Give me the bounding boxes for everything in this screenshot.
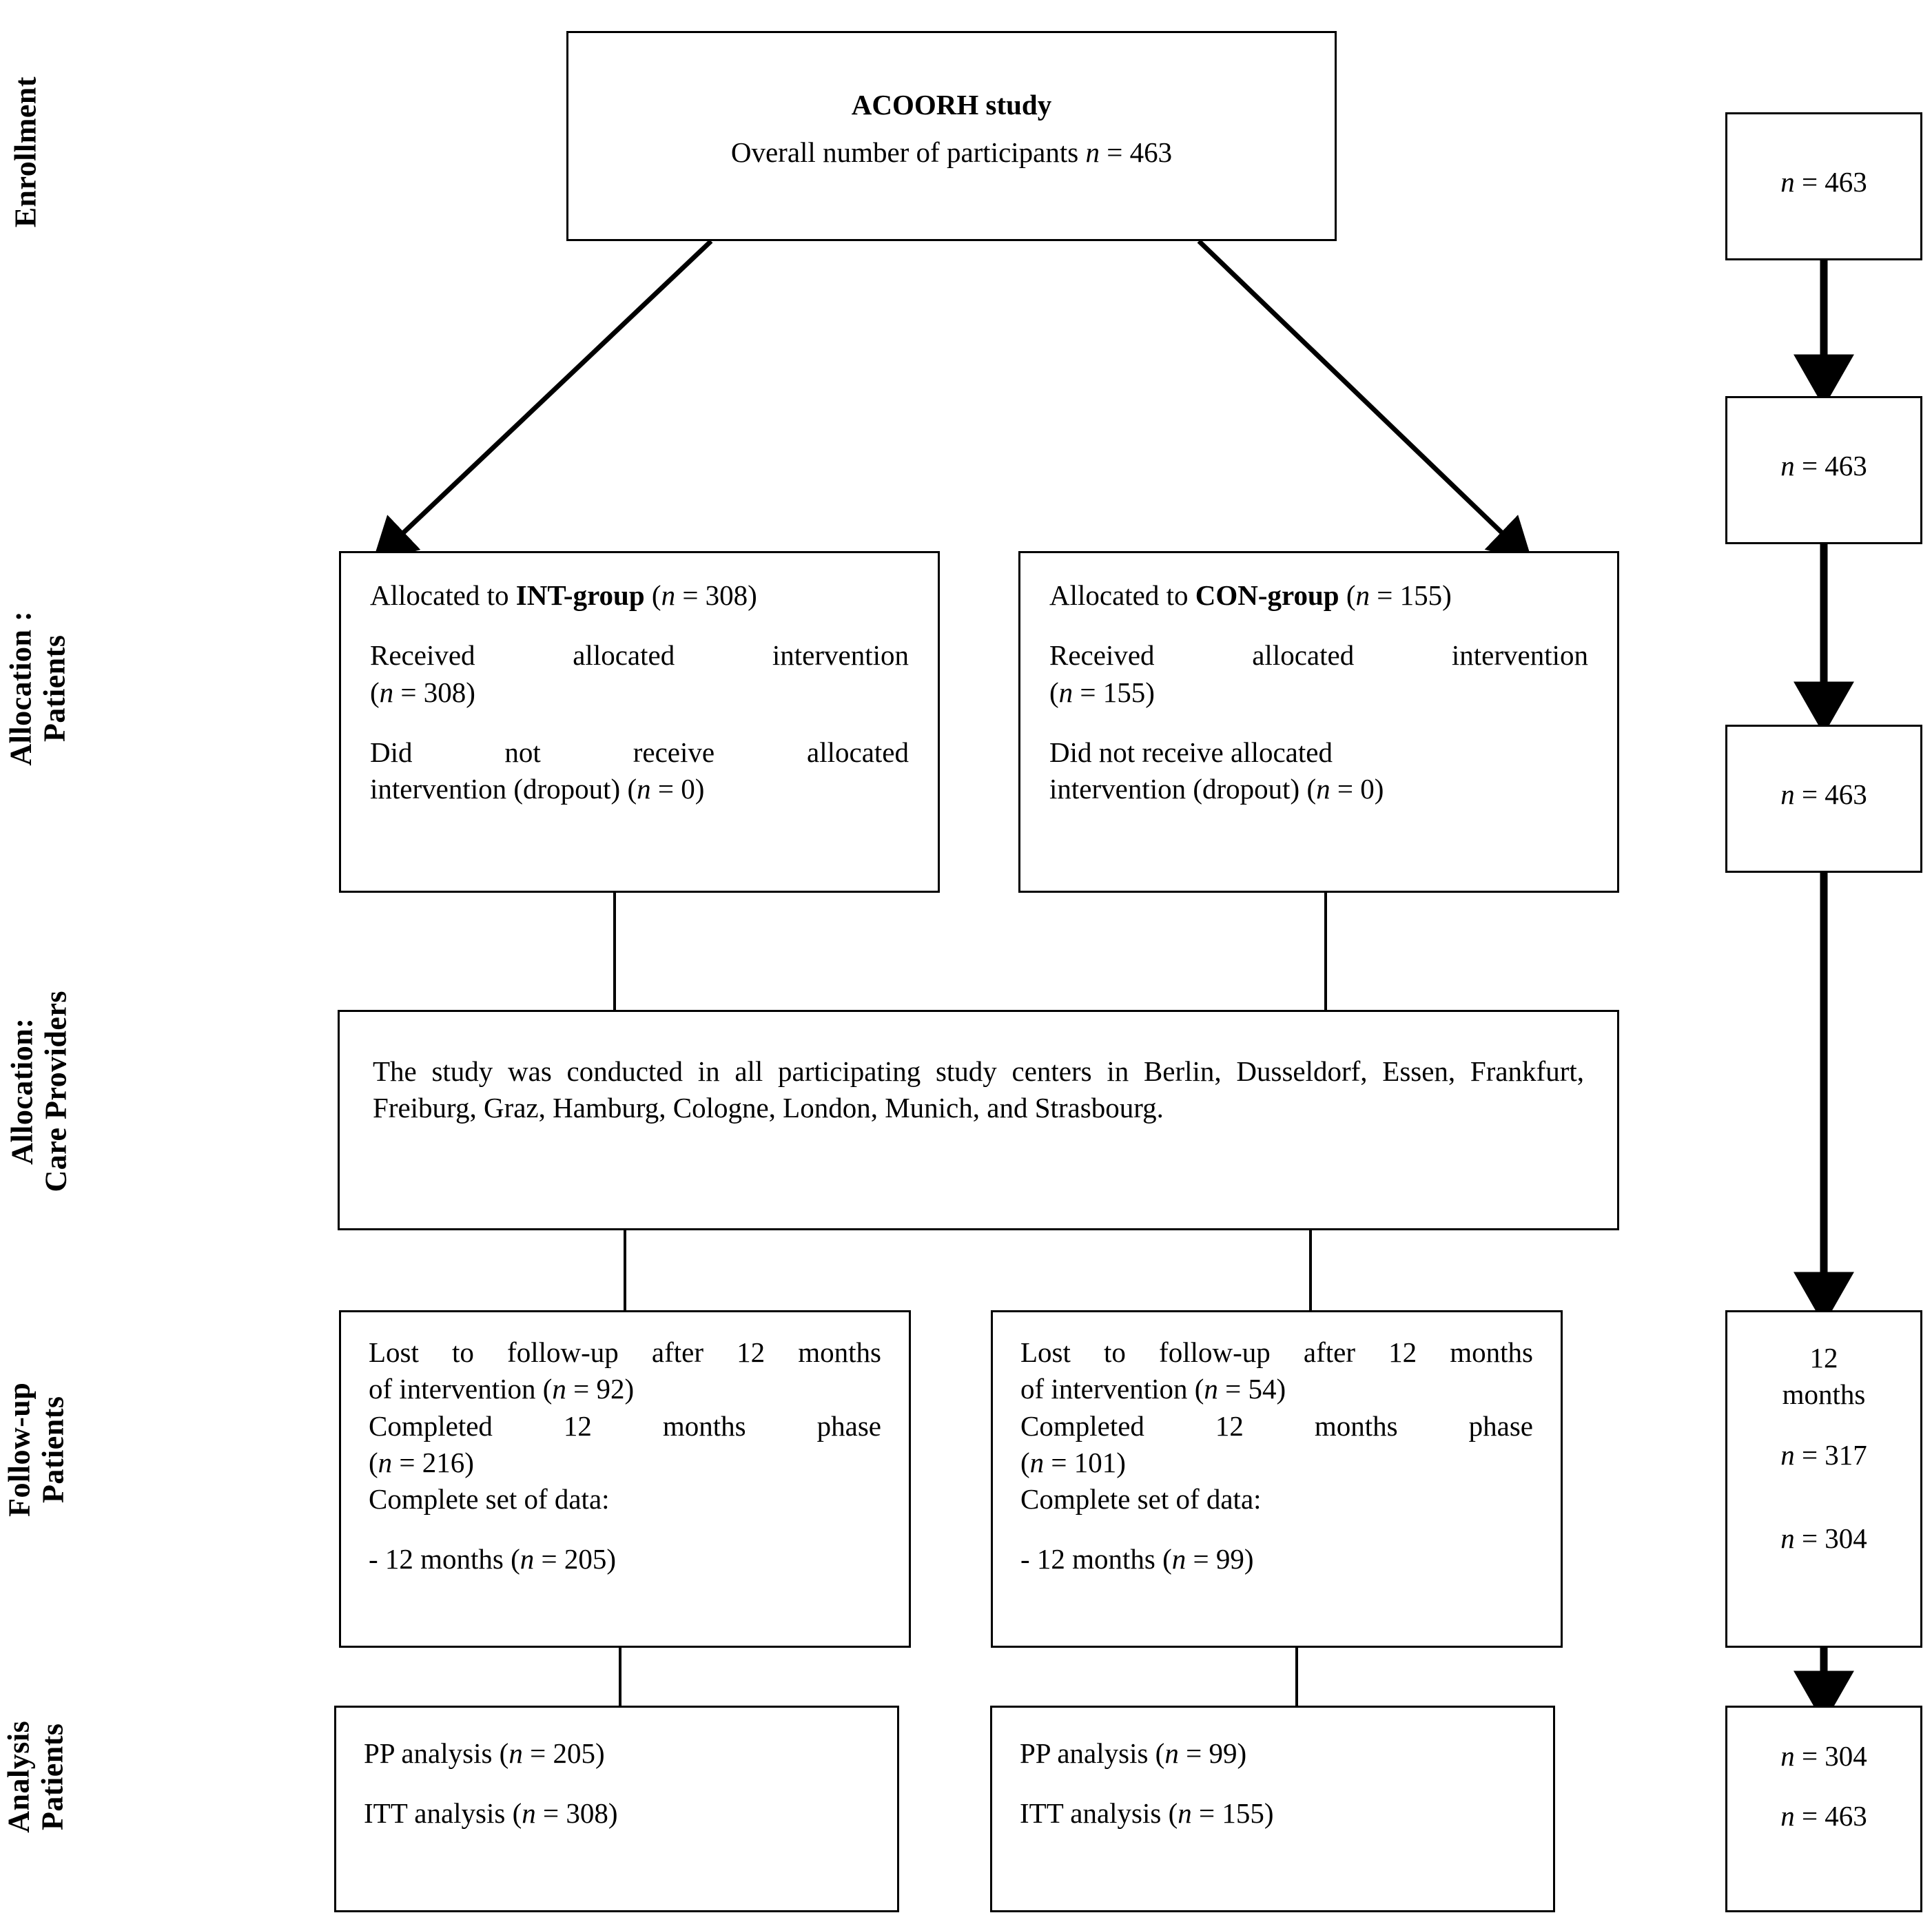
connector-followup-con-to-analysis <box>1295 1648 1298 1721</box>
allocation-int-line2: Received allocated intervention <box>370 639 909 672</box>
summary-box-allocation: n = 463 <box>1725 396 1922 544</box>
summary-box-followup: 12 months n = 317 n = 304 <box>1725 1310 1922 1648</box>
followup-int-l5: Complete set of data: <box>369 1483 610 1516</box>
followup-con-l3: Completed 12 months phase <box>1020 1409 1533 1442</box>
care-providers-box: The study was conducted in all participa… <box>338 1010 1619 1230</box>
followup-int-l2: of intervention (n = 92) <box>369 1373 635 1405</box>
summary-box-enrollment: n = 463 <box>1725 112 1922 260</box>
followup-con-l5: Complete set of data: <box>1020 1483 1262 1516</box>
summary-followup-b: n = 304 <box>1780 1522 1867 1554</box>
connector-int-to-centers <box>613 893 616 1011</box>
allocation-con-line2: Received allocated intervention <box>1049 639 1588 672</box>
split-arrows <box>372 239 1533 563</box>
summary-followup-period-num: 12 <box>1809 1342 1838 1374</box>
analysis-con-pp: PP analysis (n = 99) <box>1020 1737 1247 1769</box>
allocation-int-box: Allocated to INT-group (n = 308) Receive… <box>339 551 940 893</box>
allocation-int-line3: Did not receive allocated <box>370 736 909 768</box>
stage-label-analysis-patients: Analysis Patients <box>1 1720 70 1833</box>
analysis-con-box: PP analysis (n = 99) ITT analysis (n = 1… <box>990 1706 1555 1912</box>
summary-followup-a: n = 317 <box>1780 1438 1867 1471</box>
allocation-con-line4: intervention (dropout) (n = 0) <box>1049 773 1384 805</box>
analysis-int-itt: ITT analysis (n = 308) <box>364 1797 618 1830</box>
connector-centers-to-followup-con <box>1309 1230 1312 1312</box>
analysis-int-pp: PP analysis (n = 205) <box>364 1737 605 1769</box>
summary-box-care-providers: n = 463 <box>1725 725 1922 873</box>
summary-arrow-3 <box>1794 873 1854 1325</box>
analysis-con-itt: ITT analysis (n = 155) <box>1020 1797 1274 1830</box>
allocation-con-box: Allocated to CON-group (n = 155) Receive… <box>1018 551 1619 893</box>
connector-con-to-centers <box>1324 893 1327 1011</box>
summary-arrow-1 <box>1794 260 1854 408</box>
allocation-con-line1: Allocated to CON-group (n = 155) <box>1049 579 1452 611</box>
summary-arrow-2 <box>1794 544 1854 735</box>
stage-label-enrollment: Enrollment <box>8 76 43 228</box>
enrollment-box: ACOORH study Overall number of participa… <box>566 31 1337 241</box>
allocation-con-line3: Did not receive allocated <box>1049 736 1333 768</box>
followup-int-l6: - 12 months (n = 205) <box>369 1543 617 1575</box>
followup-int-l1: Lost to follow-up after 12 months <box>369 1336 881 1368</box>
enrollment-title: ACOORH study <box>851 89 1052 121</box>
allocation-con-line2-n: (n = 155) <box>1049 676 1155 708</box>
followup-con-box: Lost to follow-up after 12 months of int… <box>991 1310 1563 1648</box>
followup-con-l1: Lost to follow-up after 12 months <box>1020 1336 1533 1368</box>
analysis-int-box: PP analysis (n = 205) ITT analysis (n = … <box>334 1706 899 1912</box>
connector-centers-to-followup-int <box>624 1230 626 1312</box>
summary-analysis-b: n = 463 <box>1780 1800 1867 1832</box>
summary-followup-period-unit: months <box>1782 1378 1866 1411</box>
allocation-int-line2-n: (n = 308) <box>370 676 475 708</box>
followup-int-l3: Completed 12 months phase <box>369 1409 881 1442</box>
followup-int-l4: (n = 216) <box>369 1446 474 1478</box>
stage-label-followup-patients: Follow-up Patients <box>2 1382 70 1517</box>
summary-box-analysis: n = 304 n = 463 <box>1725 1706 1922 1912</box>
care-providers-text: The study was conducted in all participa… <box>373 1055 1584 1124</box>
followup-con-l4: (n = 101) <box>1020 1446 1126 1478</box>
enrollment-subtitle: Overall number of participants n = 463 <box>730 136 1173 169</box>
followup-int-box: Lost to follow-up after 12 months of int… <box>339 1310 911 1648</box>
followup-con-l6: - 12 months (n = 99) <box>1020 1543 1254 1575</box>
allocation-int-line4: intervention (dropout) (n = 0) <box>370 773 705 805</box>
summary-analysis-a: n = 304 <box>1780 1740 1867 1772</box>
followup-con-l2: of intervention (n = 54) <box>1020 1373 1286 1405</box>
connector-followup-int-to-analysis <box>619 1648 621 1721</box>
stage-label-allocation-patients: Allocation : Patients <box>3 610 72 766</box>
allocation-int-line1: Allocated to INT-group (n = 308) <box>370 579 757 611</box>
stage-label-allocation-care-providers: Allocation: Care Providers <box>5 991 73 1192</box>
